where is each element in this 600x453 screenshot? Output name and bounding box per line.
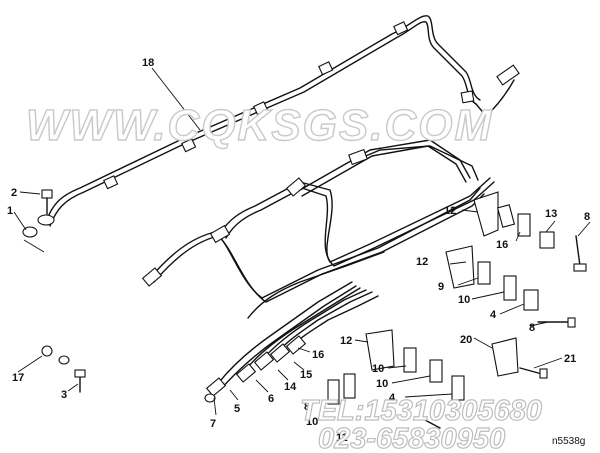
callout-21: 21 <box>564 353 576 365</box>
drawing-code: n5538g <box>552 436 585 447</box>
callout-14: 14 <box>284 381 297 393</box>
callout-3: 3 <box>61 389 67 401</box>
fuel-manifold-tube <box>45 15 520 227</box>
callout-2: 2 <box>11 187 17 199</box>
callout-9: 8 <box>304 401 310 413</box>
contact-phone: 023-65830950 <box>318 423 505 453</box>
callout-10-e: 10 <box>376 378 388 390</box>
watermark-text: WWW.CQKSGS.COM <box>26 101 493 150</box>
callout-6: 6 <box>268 393 274 405</box>
callout-4-b: 4 <box>389 392 396 404</box>
callout-10-c: 10 <box>372 363 384 375</box>
callout-11: 11 <box>336 432 348 444</box>
callout-19: 18 <box>142 57 154 69</box>
contact-tel: TEL:15310305680 <box>300 395 542 427</box>
callout-8-a: 8 <box>584 211 590 223</box>
callout-10-b: 10 <box>458 294 470 306</box>
callout-labels: 18 2 1 17 3 7 5 6 14 15 16 8 10 11 12 13… <box>7 57 590 444</box>
clamp-brackets <box>327 191 555 405</box>
callout-10-a: 9 <box>438 281 444 293</box>
callout-12-a: 12 <box>444 205 456 217</box>
callout-12-b: 12 <box>416 256 428 268</box>
callout-12-c: 12 <box>340 335 352 347</box>
callout-4: 4 <box>490 309 497 321</box>
callout-18: 17 <box>12 372 24 384</box>
callout-16: 16 <box>312 349 324 361</box>
leader-lines <box>13 67 591 416</box>
callout-15: 15 <box>300 369 312 381</box>
callout-5: 5 <box>234 403 240 415</box>
callout-8-b: 8 <box>529 322 535 334</box>
callout-7: 7 <box>210 418 216 430</box>
callout-20: 20 <box>460 334 472 346</box>
callout-1: 1 <box>7 205 13 217</box>
hardware <box>22 189 587 429</box>
injector-pipe-bundle <box>141 139 495 397</box>
callout-10-d: 10 <box>306 416 318 428</box>
callout-17: 16 <box>496 239 508 251</box>
callout-13: 13 <box>545 208 557 220</box>
